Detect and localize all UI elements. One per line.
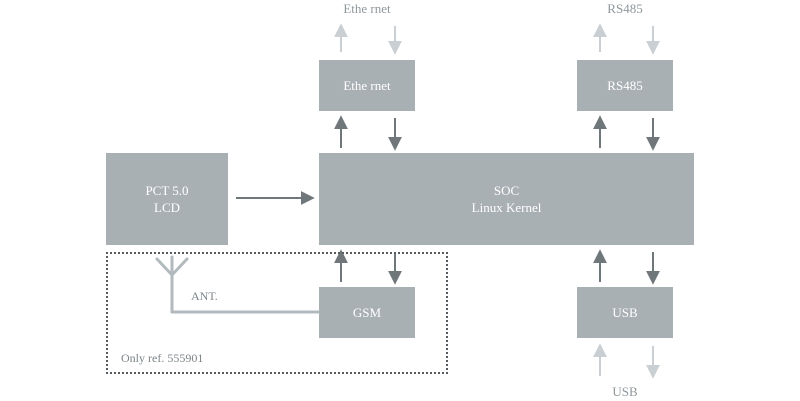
lcd-block: PCT 5.0 LCD (106, 153, 228, 245)
dotted-region (106, 252, 448, 374)
ethernet-block: Ethe rnet (319, 60, 415, 111)
rs485-block: RS485 (577, 60, 673, 111)
rs485-block-label: RS485 (607, 78, 643, 93)
soc-block-title: SOC (493, 183, 520, 198)
antenna-label: ANT. (191, 289, 218, 303)
usb-external-label: USB (612, 384, 638, 399)
rs485-external-label: RS485 (607, 1, 643, 16)
ethernet-block-label: Ethe rnet (343, 78, 391, 93)
lcd-block-model: PCT 5.0 (145, 183, 189, 198)
gsm-block: GSM (319, 287, 415, 338)
antenna-icon (155, 255, 320, 314)
soc-block-subtitle: Linux Kernel (471, 200, 542, 215)
dotted-region-label: Only ref. 555901 (121, 351, 204, 365)
usb-block-label: USB (612, 305, 638, 320)
gsm-block-label: GSM (352, 305, 382, 320)
soc-block: SOC Linux Kernel (319, 153, 694, 245)
usb-block: USB (577, 287, 673, 338)
ethernet-external-label: Ethe rnet (343, 1, 391, 16)
lcd-block-label: LCD (154, 200, 180, 215)
